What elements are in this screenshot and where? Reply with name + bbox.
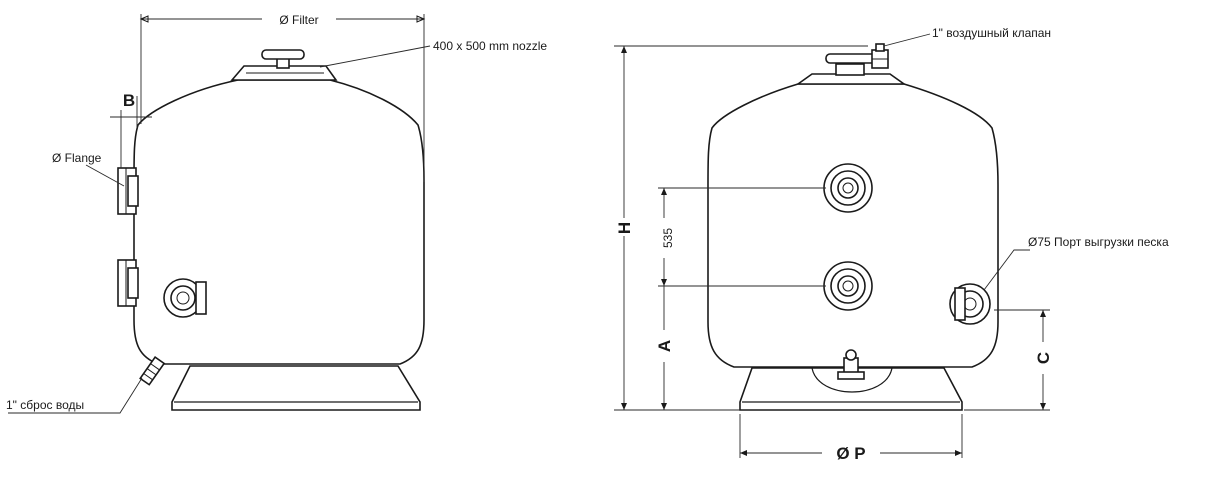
spacing-label: 535 [661, 228, 675, 248]
side-tank-body [133, 79, 425, 365]
port-lower [823, 261, 873, 311]
front-base [739, 367, 963, 411]
a-label: A [655, 340, 674, 352]
air-valve-label: 1" воздушный клапан [932, 26, 1051, 40]
flange-upper [117, 167, 139, 215]
side-view: Ø Filter 400 x 500 mm nozzle B Ø Flange … [6, 13, 547, 414]
drain-valve [139, 355, 166, 386]
base-diameter-label: Ø P [836, 444, 865, 463]
h-label: H [615, 222, 634, 234]
front-drain-valve [837, 349, 865, 380]
port-upper [823, 163, 873, 213]
filter-diameter-label: Ø Filter [279, 13, 318, 27]
drain-label: 1" сброс воды [6, 398, 84, 412]
front-sand-port [949, 283, 991, 325]
b-label: B [123, 91, 135, 110]
side-sand-port [163, 278, 207, 318]
flange-label: Ø Flange [52, 151, 102, 165]
front-tank-body [707, 83, 999, 368]
c-label: C [1034, 352, 1053, 364]
front-lid [795, 73, 907, 85]
nozzle-label: 400 x 500 mm nozzle [433, 39, 547, 53]
side-base [171, 365, 421, 411]
sand-port-label: Ø75 Порт выгрузки песка [1028, 235, 1169, 249]
front-view: 1" воздушный клапан H 535 A Ø75 Порт выг… [614, 26, 1169, 463]
air-valve [871, 43, 889, 69]
flange-lower [117, 259, 139, 307]
nozzle-handle [261, 49, 305, 60]
front-lid-handle [825, 53, 877, 64]
